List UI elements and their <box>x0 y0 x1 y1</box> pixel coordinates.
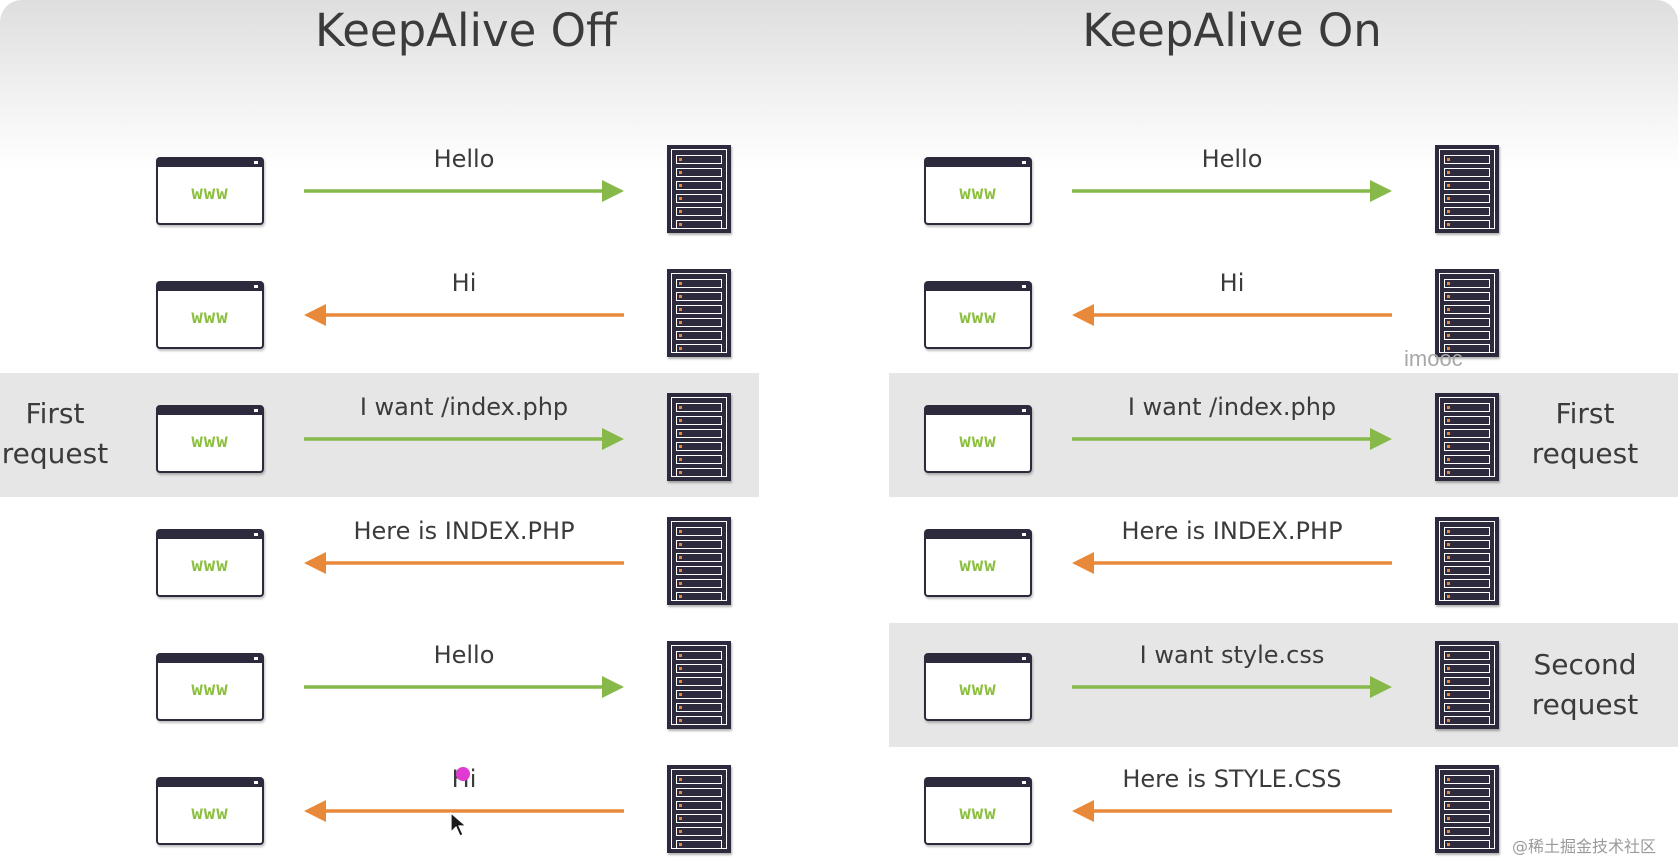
response-arrow <box>304 304 624 326</box>
right_panel-exchange-row: www Hi <box>924 269 1524 369</box>
request-arrow <box>1072 676 1392 698</box>
message-label: I want /index.php <box>359 393 569 421</box>
header-background <box>0 0 1678 170</box>
response-arrow <box>304 552 624 574</box>
browser-label: www <box>191 182 229 204</box>
right_panel-exchange-row: www I want /index.php <box>924 393 1524 493</box>
right-panel-title: KeepAlive On <box>1082 4 1382 57</box>
server-rack-icon <box>1435 765 1499 853</box>
server-rack-icon <box>1435 145 1499 233</box>
browser-window-icon: www <box>156 529 264 597</box>
left-first-request-band <box>0 373 759 497</box>
request-arrow <box>304 428 624 450</box>
message-label: Hi <box>1219 269 1245 297</box>
browser-window-icon: www <box>156 157 264 225</box>
browser-label: www <box>191 554 229 576</box>
message-label: Here is INDEX.PHP <box>353 517 575 545</box>
browser-window-icon: www <box>156 777 264 845</box>
browser-window-icon: www <box>156 653 264 721</box>
browser-label: www <box>959 678 997 700</box>
left_panel-exchange-row: www Hello <box>156 145 756 245</box>
left_panel-exchange-row: www Hi <box>156 269 756 369</box>
browser-window-icon: www <box>924 777 1032 845</box>
server-rack-icon <box>667 145 731 233</box>
response-arrow <box>304 800 624 822</box>
request-arrow <box>1072 428 1392 450</box>
left_panel-exchange-row: www I want /index.php <box>156 393 756 493</box>
response-arrow <box>1072 552 1392 574</box>
left_panel-exchange-row: www Hello <box>156 641 756 741</box>
browser-label: www <box>959 554 997 576</box>
message-label: I want /index.php <box>1127 393 1337 421</box>
browser-label: www <box>959 306 997 328</box>
right_panel-exchange-row: www I want style.css <box>924 641 1524 741</box>
request-arrow <box>304 180 624 202</box>
right-first-request-label: First request <box>1531 397 1639 470</box>
message-label: Here is INDEX.PHP <box>1121 517 1343 545</box>
server-rack-icon <box>667 269 731 357</box>
response-arrow <box>1072 304 1392 326</box>
browser-label: www <box>959 802 997 824</box>
right_panel-exchange-row: www Hello <box>924 145 1524 245</box>
pointer-highlight-dot <box>456 767 470 781</box>
message-label: Hello <box>1201 145 1263 173</box>
mouse-cursor-icon <box>450 812 468 837</box>
response-arrow <box>1072 800 1392 822</box>
message-label: Hi <box>451 269 477 297</box>
right_panel-exchange-row: www Here is STYLE.CSS <box>924 765 1524 865</box>
imooc-watermark: imooc <box>1404 346 1463 371</box>
server-rack-icon <box>1435 269 1499 357</box>
server-rack-icon <box>667 765 731 853</box>
browser-window-icon: www <box>924 529 1032 597</box>
server-rack-icon <box>1435 393 1499 481</box>
browser-window-icon: www <box>156 281 264 349</box>
request-arrow <box>1072 180 1392 202</box>
juejin-watermark: @稀土掘金技术社区 <box>1512 837 1657 856</box>
browser-window-icon: www <box>924 157 1032 225</box>
server-rack-icon <box>1435 641 1499 729</box>
left-first-request-label: First request <box>1 397 109 470</box>
browser-window-icon: www <box>924 653 1032 721</box>
message-label: Hello <box>433 641 495 669</box>
message-label: Hello <box>433 145 495 173</box>
request-arrow <box>304 676 624 698</box>
right-second-request-label: Second request <box>1531 648 1639 721</box>
browser-window-icon: www <box>156 405 264 473</box>
server-rack-icon <box>1435 517 1499 605</box>
message-label: I want style.css <box>1139 641 1325 669</box>
browser-label: www <box>191 430 229 452</box>
browser-label: www <box>191 678 229 700</box>
right_panel-exchange-row: www Here is INDEX.PHP <box>924 517 1524 617</box>
server-rack-icon <box>667 517 731 605</box>
message-label: Here is STYLE.CSS <box>1122 765 1342 793</box>
browser-label: www <box>191 306 229 328</box>
server-rack-icon <box>667 641 731 729</box>
server-rack-icon <box>667 393 731 481</box>
browser-label: www <box>959 430 997 452</box>
left_panel-exchange-row: www Here is INDEX.PHP <box>156 517 756 617</box>
browser-label: www <box>191 802 229 824</box>
browser-window-icon: www <box>924 405 1032 473</box>
browser-label: www <box>959 182 997 204</box>
left-panel-title: KeepAlive Off <box>314 4 618 57</box>
browser-window-icon: www <box>924 281 1032 349</box>
